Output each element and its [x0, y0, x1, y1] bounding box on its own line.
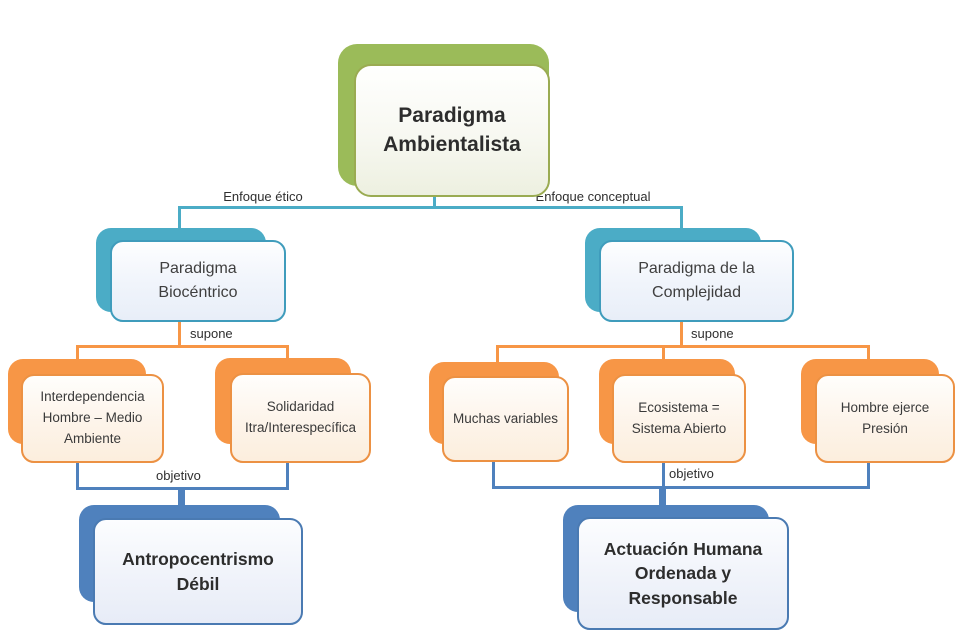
connector-right-goal-stub	[659, 488, 666, 506]
edge-label-supone-left: supone	[190, 326, 233, 341]
edge-label-objetivo-right: objetivo	[669, 466, 714, 481]
right-child3-label: Hombre ejerce Presión	[840, 399, 930, 436]
connector-root-drop	[433, 196, 436, 208]
left-child1-node: Interdependencia Hombre – Medio Ambiente	[21, 374, 164, 463]
connector-left-supone-horizontal	[76, 345, 289, 348]
connector-left-obj-rise2	[286, 462, 289, 489]
edge-label-objetivo-left: objetivo	[156, 468, 201, 483]
left-l2-node-label: Paradigma Biocéntrico	[158, 260, 238, 301]
connector-right-objetivo-horizontal	[492, 486, 870, 489]
right-child1-label: Muchas variables	[452, 410, 559, 426]
edge-label-enfoque-conceptual: Enfoque conceptual	[535, 189, 651, 204]
left-child2-node: Solidaridad Itra/Interespecífica	[230, 373, 371, 463]
connector-right-supone-drop	[680, 322, 683, 348]
left-child1-label: Interdependencia Hombre – Medio Ambiente	[40, 389, 145, 446]
connector-left-supone-drop	[178, 322, 181, 348]
right-goal-label: Actuación Humana Ordenada y Responsable	[603, 538, 763, 608]
connector-right-obj-rise1	[492, 461, 495, 488]
right-child2-label: Ecosistema = Sistema Abierto	[631, 399, 727, 436]
right-l2-node: Paradigma de la Complejidad	[599, 240, 794, 322]
right-l2-node-label: Paradigma de la Complejidad	[638, 260, 755, 301]
connector-level1-horizontal	[178, 206, 683, 209]
right-child2-node: Ecosistema = Sistema Abierto	[612, 374, 746, 463]
connector-left-objetivo-horizontal	[76, 487, 289, 490]
connector-right-obj-rise3	[867, 461, 870, 488]
right-child3-node: Hombre ejerce Presión	[815, 374, 955, 463]
connector-right-child1-drop	[496, 345, 499, 363]
left-goal-node: Antropocentrismo Débil	[93, 518, 303, 625]
connector-left-child2-drop	[286, 345, 289, 360]
left-l2-node: Paradigma Biocéntrico	[110, 240, 286, 322]
edge-label-enfoque-etico: Enfoque ético	[223, 189, 303, 204]
edge-label-supone-right: supone	[691, 326, 734, 341]
connector-right-child2-drop	[662, 345, 665, 361]
left-child2-label: Solidaridad Itra/Interespecífica	[244, 399, 357, 435]
connector-right-supone-horizontal	[496, 345, 870, 348]
right-goal-node: Actuación Humana Ordenada y Responsable	[577, 517, 789, 630]
connector-right-obj-rise2	[662, 461, 665, 488]
connector-right-branch-drop	[680, 206, 683, 230]
root-node-label: Paradigma Ambientalista	[383, 104, 521, 156]
connector-right-child3-drop	[867, 345, 870, 361]
root-node: Paradigma Ambientalista	[354, 64, 550, 197]
right-child1-node: Muchas variables	[442, 376, 569, 462]
connector-left-child1-drop	[76, 345, 79, 361]
connector-left-obj-rise1	[76, 462, 79, 489]
connector-left-goal-stub	[178, 489, 185, 506]
left-goal-label: Antropocentrismo Débil	[122, 549, 274, 594]
connector-left-branch-drop	[178, 206, 181, 230]
